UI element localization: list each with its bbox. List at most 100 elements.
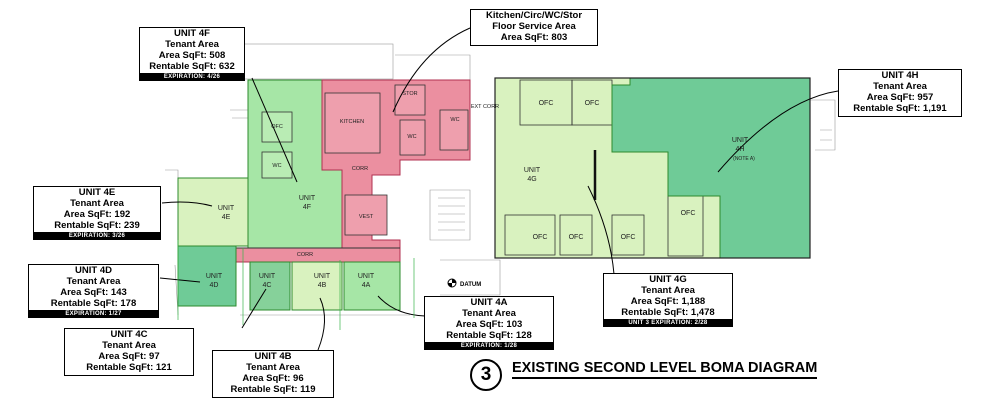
callout-line: Area SqFt: 143 [60, 287, 127, 298]
office-label: OFC [621, 234, 636, 241]
ext-corr-label: EXT CORR [471, 104, 499, 110]
callout-line: Area SqFt: 1,188 [630, 296, 706, 307]
room-label-wc-2: WC [450, 117, 459, 123]
building-outline-right [494, 77, 811, 259]
callout-line: Kitchen/Circ/WC/Stor [485, 10, 583, 21]
callout-line: Tenant Area [70, 198, 124, 209]
unit-number: 4F [303, 204, 311, 211]
room-label-wc-1: WC [407, 134, 416, 140]
office-label: OFC [681, 210, 696, 217]
callout-line: UNIT 4H [881, 70, 919, 81]
leader-4f [251, 77, 298, 183]
leader-4g [587, 185, 615, 275]
datum-label: DATUM [460, 282, 481, 288]
unit-4g-room-ofc-4 [559, 214, 593, 256]
leader-4c [241, 288, 267, 329]
callout-line: Tenant Area [246, 362, 300, 373]
callout-line: Tenant Area [165, 39, 219, 50]
plan-label-note-a: (NOTE A) [733, 156, 755, 162]
callout-unit-4h: UNIT 4H Tenant Area Area SqFt: 957 Renta… [838, 69, 962, 117]
room-wc-2 [439, 109, 469, 151]
unit-4c-fill [249, 261, 291, 311]
room-vest [344, 194, 388, 236]
unit-word: UNIT [206, 273, 223, 280]
callout-line: UNIT 4C [110, 329, 148, 340]
callout-line: Rentable SqFt: 239 [54, 220, 140, 231]
office-label: OFC [539, 100, 554, 107]
callout-line: UNIT 4E [78, 187, 116, 198]
leader-4a [377, 295, 426, 317]
unit-4g-room-ofc-3 [504, 214, 556, 256]
room-label-stor: STOR [402, 91, 417, 97]
unit-number: 4E [222, 214, 231, 221]
office-label: OFC [585, 100, 600, 107]
unit-number: 4H [736, 146, 745, 153]
callout-unit-4e: UNIT 4E Tenant Area Area SqFt: 192 Renta… [33, 186, 161, 240]
callout-service-area: Kitchen/Circ/WC/Stor Floor Service Area … [470, 9, 598, 46]
leader-4d [159, 277, 201, 283]
unit-word: UNIT [259, 273, 276, 280]
unit-4g-room-ofc-5 [611, 214, 645, 256]
unit-number: 4A [362, 282, 371, 289]
room-label-vest: VEST [359, 214, 374, 220]
callout-unit-4g: UNIT 4G Tenant Area Area SqFt: 1,188 Ren… [603, 273, 733, 327]
callout-unit-4a: UNIT 4A Tenant Area Area SqFt: 103 Renta… [424, 296, 554, 350]
datum-icon-fill [448, 279, 456, 287]
callout-line: Rentable SqFt: 1,191 [853, 103, 947, 114]
office-label: OFC [569, 234, 584, 241]
callout-line: Area SqFt: 508 [158, 50, 226, 61]
callout-expiration: EXPIRATION: 1/28 [424, 342, 554, 350]
room-label-wc: WC [272, 163, 281, 169]
callout-line: UNIT 4D [75, 265, 112, 276]
plan-label-unit-4d: UNIT 4D [206, 273, 223, 289]
leader-kitchen [392, 27, 471, 113]
plan-label-unit-4a: UNIT 4A [358, 273, 375, 289]
diagram-title-text: EXISTING SECOND LEVEL BOMA DIAGRAM [512, 360, 818, 379]
callout-line: Tenant Area [641, 285, 695, 296]
unit-number: 4B [318, 282, 327, 289]
room-stor [394, 84, 426, 116]
callout-line: Area SqFt: 192 [63, 209, 131, 220]
callout-expiration: UNIT 3 EXPIRATION: 2/28 [603, 319, 733, 327]
room-label-ofc: OFC [271, 124, 283, 130]
room-label-corr-1: CORR [352, 166, 368, 172]
callout-line: Tenant Area [102, 340, 156, 351]
leader-4h [717, 90, 839, 173]
callout-line: Area SqFt: 96 [242, 373, 304, 384]
unit-4e-fill [177, 177, 249, 247]
callout-line: UNIT 4A [470, 297, 508, 308]
callout-line: Rentable SqFt: 121 [86, 362, 172, 373]
callout-line: Rentable SqFt: 128 [446, 330, 532, 341]
callout-line: Rentable SqFt: 119 [230, 384, 316, 395]
callout-line: Rentable SqFt: 178 [50, 298, 137, 309]
callout-line: UNIT 4G [649, 274, 687, 285]
callout-unit-4b: UNIT 4B Tenant Area Area SqFt: 96 Rentab… [212, 350, 334, 398]
room-label-corr-2: CORR [297, 252, 313, 258]
callout-line: Tenant Area [462, 308, 516, 319]
callout-line: UNIT 4F [174, 28, 210, 39]
room-kitchen [324, 92, 381, 154]
callout-line: Area SqFt: 803 [500, 32, 568, 43]
callout-line: UNIT 4B [254, 351, 292, 362]
unit-number: 4D [210, 282, 219, 289]
leader-lines [159, 27, 839, 351]
service-area [235, 79, 471, 263]
unit-number: 4G [527, 176, 536, 183]
diagram-title: 3 EXISTING SECOND LEVEL BOMA DIAGRAM [470, 359, 818, 391]
background-linework [165, 43, 836, 316]
callout-expiration: EXPIRATION: 4/26 [139, 73, 245, 81]
unit-word: UNIT [299, 195, 316, 202]
leader-4e [161, 201, 213, 207]
leader-4b [317, 297, 325, 351]
callout-line: Area SqFt: 103 [455, 319, 523, 330]
office-label: OFC [533, 234, 548, 241]
unit-4f-room-wc [261, 151, 293, 179]
unit-word: UNIT [358, 273, 375, 280]
callout-line: Tenant Area [873, 81, 927, 92]
unit-4a-fill [343, 261, 401, 311]
callout-unit-4f: UNIT 4F Tenant Area Area SqFt: 508 Renta… [139, 27, 245, 81]
